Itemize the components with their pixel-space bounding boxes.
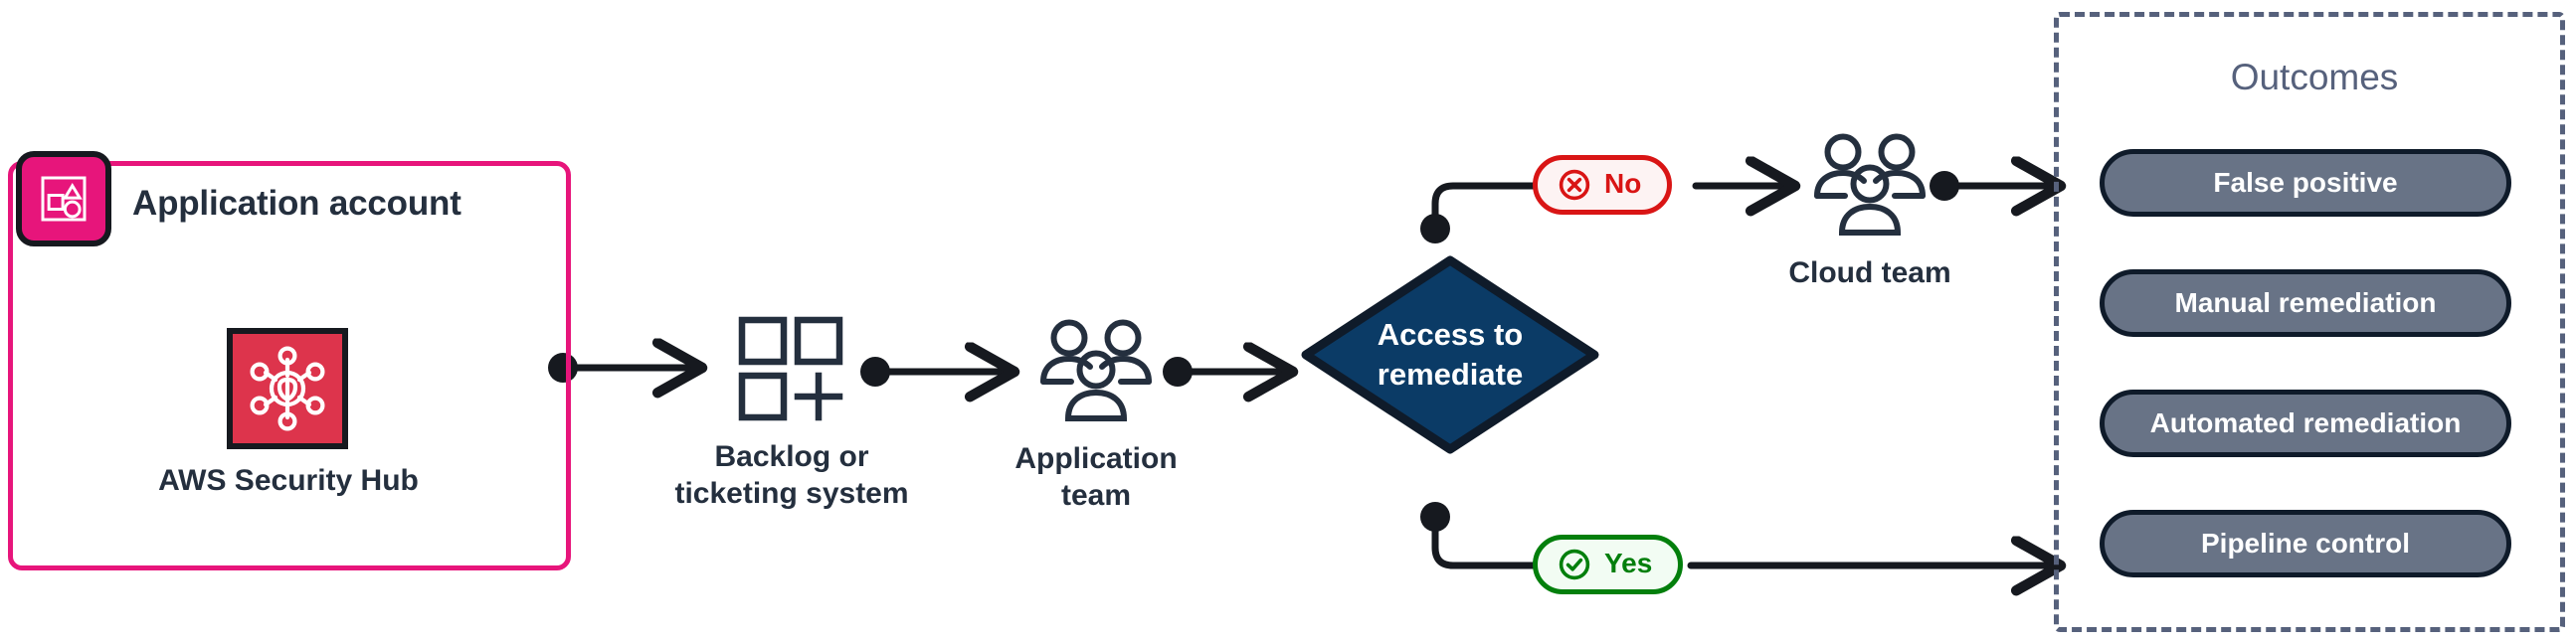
outcome-false-positive[interactable]: False positive [2100,149,2511,217]
backlog-ticketing-icon [738,316,843,421]
branch-badge-yes: Yes [1533,535,1684,594]
connector-dots [548,171,1959,532]
circle-x-icon [1559,169,1590,201]
node-cloud-team-caption: Cloud team [1788,256,1951,289]
outcome-pipeline-control[interactable]: Pipeline control [2100,510,2511,577]
connector-decision-yes [1431,513,1541,569]
branch-badge-no-label: No [1604,168,1642,199]
people-group-icon [1040,319,1152,421]
aws-security-hub-label: AWS Security Hub [158,464,419,497]
connector-dot-yes [1420,502,1450,532]
node-backlog: Backlog or ticketing system [674,316,909,510]
application-account-boundary [8,161,571,570]
application-account-icon [16,151,111,246]
connector-dot-cloudteam [1930,171,1959,201]
aws-security-hub-icon [227,328,348,449]
node-backlog-caption: Backlog or ticketing system [674,440,909,510]
outcome-manual-remediation[interactable]: Manual remediation [2100,269,2511,337]
connector-dot-no [1420,214,1450,243]
decision-node: Access to remediate [1301,260,1599,449]
connector-decision-no [1431,182,1541,233]
branch-badge-yes-label: Yes [1604,548,1653,578]
outcomes-panel: Outcomes False positive Manual remediati… [2054,12,2565,632]
application-account-title: Application account [132,184,461,223]
outcomes-title: Outcomes [2230,57,2399,97]
branch-badge-no: No [1533,155,1673,215]
node-application-team-caption: Application team [1014,442,1178,512]
node-cloud-team: Cloud team [1788,132,1951,321]
decision-diamond-shape [1301,255,1599,454]
node-application-team: Application team [1014,318,1178,512]
connector-dot-appteam [1163,357,1193,387]
connector-dot-backlog [860,357,890,387]
outcome-automated-remediation[interactable]: Automated remediation [2100,390,2511,457]
decision-label: Access to remediate [1377,317,1524,392]
circle-check-icon [1559,549,1590,580]
people-group-icon [1814,133,1926,236]
